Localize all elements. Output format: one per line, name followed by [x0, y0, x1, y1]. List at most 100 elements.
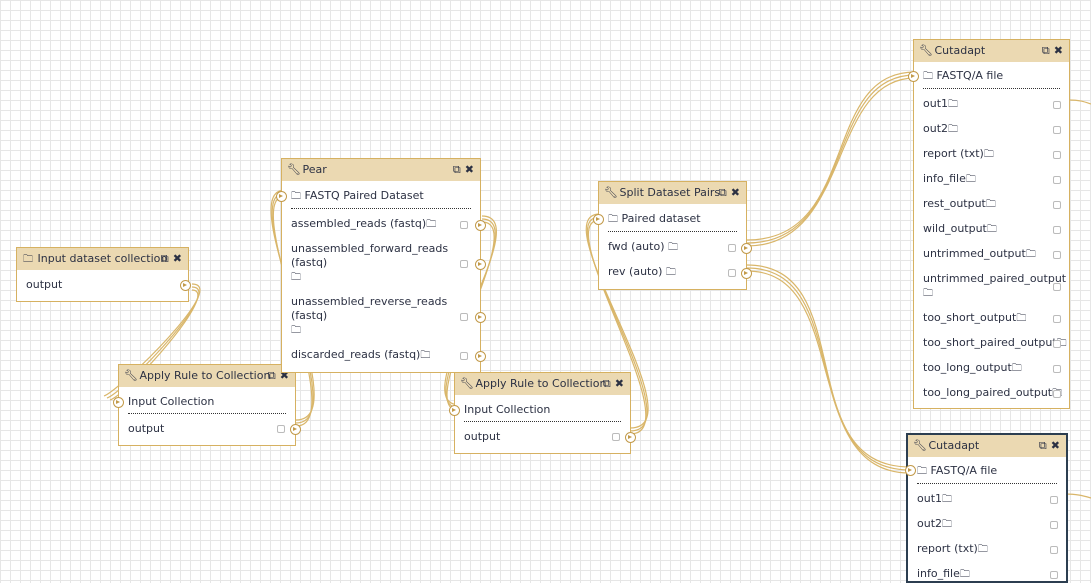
input-terminal[interactable] [276, 191, 287, 202]
folder-icon: 🗀 [948, 124, 959, 135]
output-checkbox[interactable] [1053, 314, 1061, 323]
output-checkbox[interactable] [460, 220, 468, 229]
folder-icon: 🗀 [977, 544, 988, 555]
folder-icon: 🗀 [985, 199, 996, 210]
output-terminal[interactable] [741, 267, 752, 279]
output-checkbox[interactable] [460, 259, 468, 268]
output-label: fwd (auto) [608, 240, 665, 253]
node-input-dataset-collection[interactable]: 🗀 Input dataset collection ⧉✖ output [16, 247, 191, 302]
close-icon[interactable]: ✖ [279, 369, 289, 382]
folder-icon: 🗀 [942, 519, 953, 530]
node-title[interactable]: 🔧︎ Split Dataset Pairs ⧉✖ [599, 182, 746, 204]
output-row: assembled_reads (fastq)🗀 [291, 212, 486, 237]
copy-icon[interactable]: ⧉ [452, 163, 461, 176]
node-split-dataset-pairs[interactable]: 🔧︎ Split Dataset Pairs ⧉✖ 🗀 Paired datas… [593, 181, 752, 290]
output-checkbox[interactable] [1050, 520, 1058, 529]
node-cutadapt[interactable]: 🔧︎ Cutadapt ⧉✖ 🗀 FASTQ/A file out1 🗀 out2… [908, 39, 1070, 409]
output-row: out2🗀 [923, 117, 1061, 142]
output-checkbox[interactable] [1053, 150, 1061, 159]
output-checkbox[interactable] [1053, 282, 1061, 291]
output-row: discarded_reads (fastq)🗀 [291, 343, 486, 368]
output-checkbox[interactable] [612, 433, 620, 441]
copy-icon[interactable]: ⧉ [718, 186, 727, 199]
copy-icon[interactable]: ⧉ [602, 377, 611, 390]
input-terminal[interactable] [905, 465, 916, 476]
output-row: rev (auto) 🗀 [608, 260, 752, 285]
node-cutadapt-selected[interactable]: 🔧︎ Cutadapt ⧉✖ 🗀 FASTQ/A file out1🗀 out2… [906, 433, 1068, 583]
output-label: out2 [923, 122, 949, 135]
output-row: too_short_paired_output🗀 [923, 331, 1067, 356]
node-title-label: Split Dataset Pairs [619, 186, 721, 199]
node-apply-rule-to-collection[interactable]: 🔧︎ Apply Rule to Collection ⧉✖ Input Col… [113, 364, 301, 446]
node-title[interactable]: 🔧︎ Apply Rule to Collection ⧉✖ [455, 373, 630, 395]
output-label: out1 [923, 97, 949, 110]
output-checkbox[interactable] [1053, 250, 1061, 259]
output-terminal[interactable] [475, 350, 486, 362]
input-row: 🗀 FASTQ/A file [917, 459, 1057, 484]
input-label: Input Collection [464, 403, 551, 416]
node-pear[interactable]: 🔧︎ Pear ⧉✖ 🗀 FASTQ Paired Dataset assemb… [276, 158, 486, 373]
wire-split-to-cutadapt2 [746, 270, 911, 474]
output-checkbox[interactable] [1050, 545, 1058, 554]
wrench-icon: 🔧︎ [124, 369, 138, 382]
wire-input-to-apply1 [106, 286, 200, 399]
output-terminal[interactable] [475, 258, 486, 270]
wrench-icon: 🔧︎ [604, 186, 618, 199]
output-row: output [464, 425, 636, 449]
output-checkbox[interactable] [1050, 570, 1058, 579]
copy-icon[interactable]: ⧉ [1038, 439, 1047, 452]
output-label: out2 [917, 517, 943, 530]
input-terminal[interactable] [593, 214, 604, 225]
output-checkbox[interactable] [1053, 339, 1061, 348]
output-terminal[interactable] [475, 219, 486, 231]
output-checkbox[interactable] [1053, 175, 1061, 184]
folder-icon: 🗀 [665, 267, 676, 278]
node-title[interactable]: 🔧︎ Apply Rule to Collection ⧉✖ [119, 365, 295, 387]
node-title[interactable]: 🔧︎ Pear ⧉✖ [282, 159, 480, 181]
node-title-label: Cutadapt [928, 439, 980, 452]
input-terminal[interactable] [113, 396, 124, 408]
output-terminal[interactable] [180, 280, 191, 291]
output-row: report (txt)🗀 [917, 537, 1058, 562]
output-checkbox[interactable] [1053, 389, 1061, 398]
output-terminal[interactable] [625, 432, 636, 443]
wrench-icon: 🔧︎ [913, 439, 927, 452]
output-label: output [464, 430, 501, 443]
folder-icon: 🗀 [1011, 363, 1022, 374]
close-icon[interactable]: ✖ [1050, 439, 1060, 452]
folder-icon: 🗀 [965, 174, 976, 185]
output-terminal[interactable] [290, 424, 301, 435]
close-icon[interactable]: ✖ [730, 186, 740, 199]
output-terminal[interactable] [741, 242, 752, 254]
copy-icon[interactable]: ⧉ [267, 369, 276, 382]
folder-icon: 🗀 [23, 254, 33, 265]
copy-icon[interactable]: ⧉ [1041, 44, 1050, 57]
node-apply-rule-to-collection[interactable]: 🔧︎ Apply Rule to Collection ⧉✖ Input Col… [449, 372, 636, 454]
close-icon[interactable]: ✖ [1053, 44, 1063, 57]
output-checkbox[interactable] [1053, 364, 1061, 373]
output-checkbox[interactable] [1053, 200, 1061, 209]
output-label: unassembled_reverse_reads (fastq) [291, 295, 448, 322]
output-checkbox[interactable] [1053, 100, 1061, 109]
close-icon[interactable]: ✖ [172, 252, 182, 265]
close-icon[interactable]: ✖ [464, 163, 474, 176]
output-checkbox[interactable] [277, 425, 285, 433]
output-checkbox[interactable] [728, 268, 736, 277]
output-row: too_long_output🗀 [923, 356, 1061, 381]
output-checkbox[interactable] [1050, 495, 1058, 504]
copy-icon[interactable]: ⧉ [160, 252, 169, 265]
close-icon[interactable]: ✖ [614, 377, 624, 390]
output-terminal[interactable] [475, 311, 486, 323]
output-checkbox[interactable] [728, 243, 736, 252]
input-row: 🗀 FASTQ/A file [908, 64, 1060, 89]
input-terminal[interactable] [449, 404, 460, 416]
input-terminal[interactable] [908, 71, 919, 82]
node-title[interactable]: 🗀 Input dataset collection ⧉✖ [17, 248, 188, 270]
output-checkbox[interactable] [460, 312, 468, 321]
node-title[interactable]: 🔧︎ Cutadapt ⧉✖ [908, 435, 1066, 457]
output-checkbox[interactable] [460, 351, 468, 360]
output-checkbox[interactable] [1053, 125, 1061, 134]
wire-split-to-cutadapt1 [746, 71, 916, 241]
output-checkbox[interactable] [1053, 225, 1061, 234]
node-title[interactable]: 🔧︎ Cutadapt ⧉✖ [914, 40, 1069, 62]
